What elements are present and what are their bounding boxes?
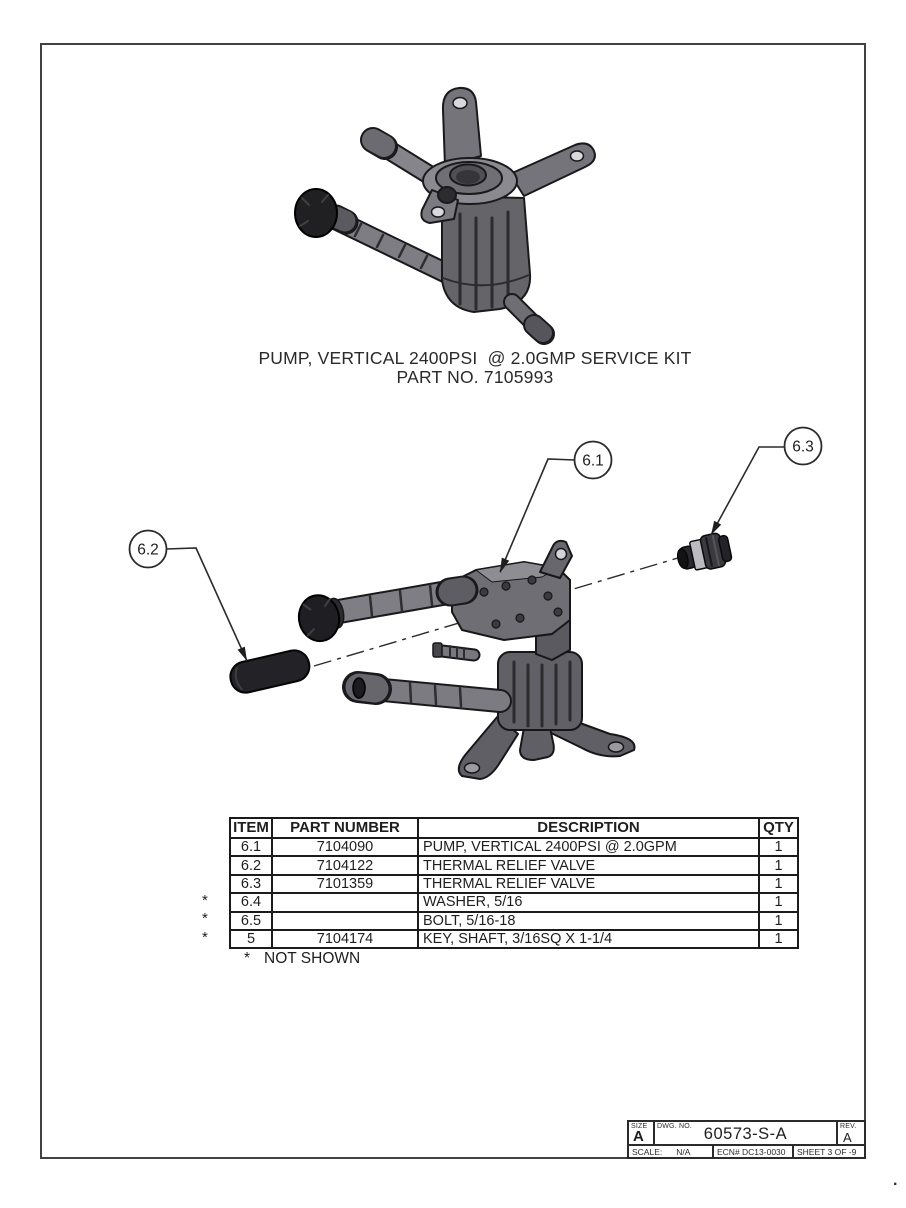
table-footnote: * NOT SHOWN <box>244 950 360 968</box>
pump-assembled-illustration <box>294 86 596 345</box>
parts-table-header-part-number: PART NUMBER <box>271 819 417 837</box>
title-block-row1: SIZE A DWG. NO. 60573-S-A REV. A <box>627 1120 866 1146</box>
pump-relief-valve-port <box>432 642 481 662</box>
parts-table-header-item: ITEM <box>233 819 269 836</box>
rev-value: A <box>843 1130 852 1145</box>
pump-knob-cap-exploded <box>297 594 345 643</box>
table-cell-description: KEY, SHAFT, 3/16SQ X 1-1/4 <box>417 928 758 948</box>
table-cell-description: WASHER, 5/16 <box>417 892 758 911</box>
pump-side-plug <box>437 186 457 204</box>
callout-balloon-6-2: 6.2 <box>128 529 168 569</box>
parts-table: ITEM PART NUMBER DESCRIPTION QTY 6.1 710… <box>229 817 799 950</box>
table-cell-part-number: 7101359 <box>271 873 417 893</box>
pump-top-arm <box>441 86 482 167</box>
table-cell-qty: 1 <box>758 892 797 911</box>
footnote-star: * <box>244 950 251 967</box>
pump-right-arm <box>509 142 596 197</box>
title-block-row2: SCALE: N/A ECN# DC13-0030 SHEET 3 OF -9 <box>627 1146 866 1159</box>
table-cell-item: 6.4 <box>231 892 271 910</box>
not-shown-star: * <box>202 892 208 909</box>
pump-manifold <box>451 539 573 661</box>
callout-label-6-2: 6.2 <box>137 542 159 559</box>
leader-arrow-6-3 <box>711 520 722 535</box>
title-block-sheet-cell: SHEET 3 OF -9 <box>797 1146 857 1157</box>
pump-right-arm-hole <box>569 150 585 162</box>
pump-top-tube <box>323 575 479 625</box>
exploded-view-illustration: 6.1 6.2 6.3 <box>128 426 823 780</box>
callout-balloon-6-1: 6.1 <box>573 440 613 480</box>
pump-outlet-fitting <box>503 293 555 345</box>
rev-label: REV. <box>840 1123 857 1130</box>
dwg-no-value: 60573-S-A <box>703 1125 788 1143</box>
pump-bottom-tube <box>342 671 512 713</box>
drawing-title-line2: PART NO. 7105993 <box>396 367 554 387</box>
title-block: SIZE A DWG. NO. 60573-S-A REV. A SCALE: … <box>627 1120 866 1159</box>
footnote-text: NOT SHOWN <box>264 950 361 967</box>
size-value: A <box>633 1128 644 1145</box>
table-cell-description: THERMAL RELIEF VALVE <box>417 873 758 893</box>
leader-line-6-3 <box>710 446 785 536</box>
title-block-ecn-cell: ECN# DC13-0030 <box>714 1146 794 1157</box>
callout-label-6-3: 6.3 <box>792 439 814 456</box>
table-cell-item: 6.2 <box>231 855 271 873</box>
leader-arrow-6-1 <box>500 557 510 573</box>
callout-label-6-1: 6.1 <box>582 453 604 470</box>
table-cell-qty: 1 <box>758 928 797 948</box>
not-shown-star: * <box>202 929 208 946</box>
table-cell-item: 6.5 <box>231 910 271 929</box>
leader-arrow-6-2 <box>237 646 247 661</box>
scale-label: SCALE: <box>632 1146 663 1157</box>
table-cell-part-number: 7104174 <box>271 928 417 948</box>
size-label: SIZE <box>631 1123 648 1130</box>
title-block-rev-cell: REV. A <box>838 1122 864 1145</box>
drawing-title-line1: PUMP, VERTICAL 2400PSI @ 2.0GMP SERVICE … <box>258 348 692 368</box>
table-cell-item: 5 <box>231 928 271 947</box>
table-cell-description: PUMP, VERTICAL 2400PSI @ 2.0GPM <box>417 837 758 856</box>
title-block-size-cell: SIZE A <box>629 1122 655 1145</box>
scale-value: N/A <box>676 1146 691 1157</box>
pump-crankcase <box>497 651 583 731</box>
table-cell-part-number: 7104090 <box>271 837 417 856</box>
pump-siphon-tube <box>317 204 459 285</box>
callout-balloon-6-3: 6.3 <box>783 426 823 466</box>
table-cell-part-number <box>271 910 417 929</box>
pump-top-arm-hole <box>452 96 468 110</box>
not-shown-star: * <box>202 910 208 927</box>
parts-table-header-description: DESCRIPTION <box>417 819 758 837</box>
table-cell-description: BOLT, 5/16-18 <box>417 910 758 929</box>
table-cell-qty: 1 <box>758 855 797 874</box>
page-corner-mark: . <box>893 1172 898 1189</box>
drawing-sheet-border <box>40 43 866 1159</box>
pump-left-tab-hole <box>430 206 446 218</box>
dwg-no-label: DWG. NO. <box>657 1123 693 1130</box>
table-cell-qty: 1 <box>758 837 797 856</box>
parts-table-header-qty: QTY <box>758 819 797 837</box>
table-cell-qty: 1 <box>758 910 797 929</box>
pump-head <box>422 157 518 205</box>
part-thermal-relief-valve-fitting <box>676 532 733 571</box>
table-cell-item: 6.3 <box>231 873 271 892</box>
table-cell-part-number <box>271 892 417 911</box>
table-cell-qty: 1 <box>758 873 797 893</box>
pump-body <box>441 195 532 313</box>
table-cell-description: THERMAL RELIEF VALVE <box>417 855 758 874</box>
leader-line-6-1 <box>499 458 575 573</box>
part-thermal-relief-valve-cap <box>229 649 311 694</box>
leader-line-6-2 <box>166 547 248 662</box>
pump-knob-cap <box>294 188 338 238</box>
title-block-dwg-cell: DWG. NO. 60573-S-A <box>655 1122 838 1144</box>
title-block-scale-cell: SCALE: N/A <box>629 1146 714 1157</box>
table-cell-item: 6.1 <box>231 837 271 855</box>
table-cell-part-number: 7104122 <box>271 855 417 874</box>
